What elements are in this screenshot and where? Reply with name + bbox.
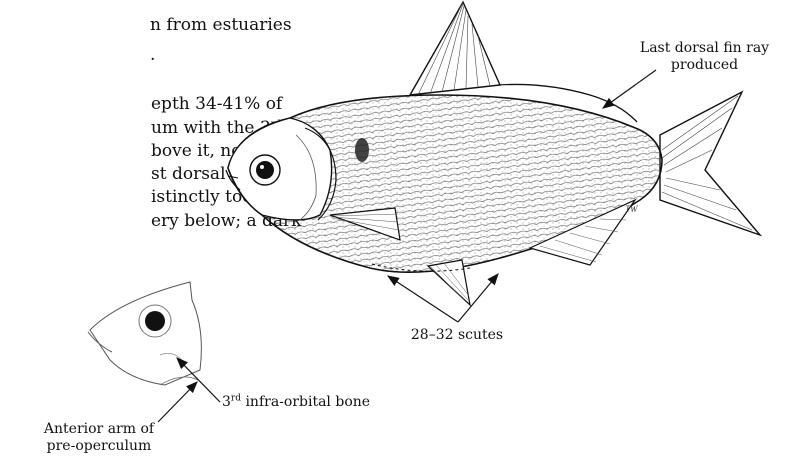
label-scutes: 28–32 scutes [392,327,522,344]
arrow-anterior-arm [158,382,197,422]
label-anterior-arm: Anterior arm of pre-operculum [34,421,164,455]
label-infra-orbital: 3rd infra-orbital bone [222,394,370,411]
arrow-scutes [388,274,498,322]
arrow-dorsal [603,70,656,108]
label-dorsal-ray: Last dorsal fin ray produced [622,40,787,74]
head-detail-illustration [88,282,201,385]
artist-signature: TW [625,204,639,214]
